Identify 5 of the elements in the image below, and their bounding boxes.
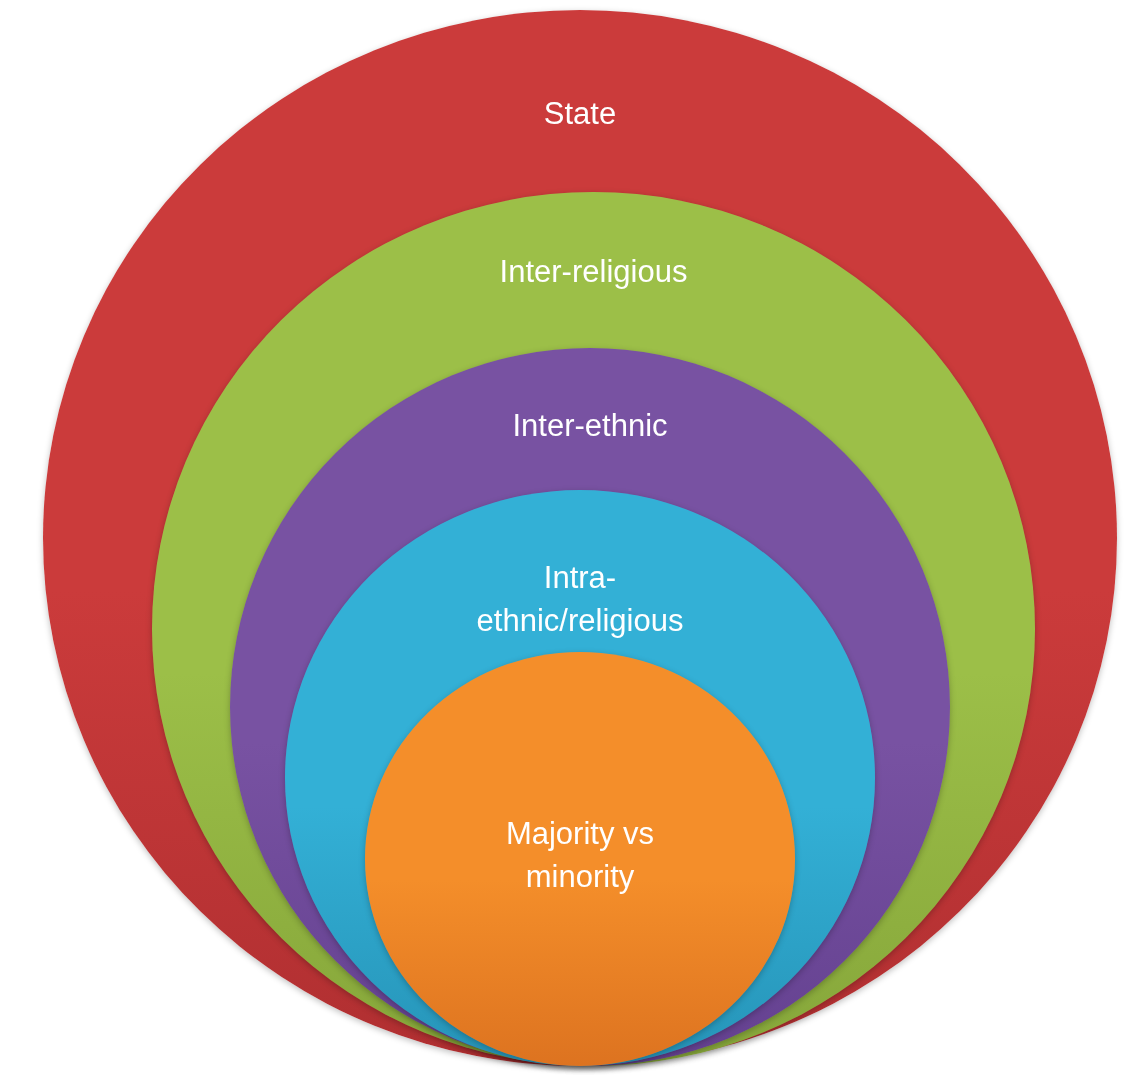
layer-label: State <box>542 95 618 133</box>
layer-label: Inter-ethnic <box>511 407 669 445</box>
layer-label: Majority vs minority <box>504 815 656 897</box>
layer-label: Intra- ethnic/religious <box>475 559 685 641</box>
layer-label: Inter-religious <box>498 253 689 291</box>
